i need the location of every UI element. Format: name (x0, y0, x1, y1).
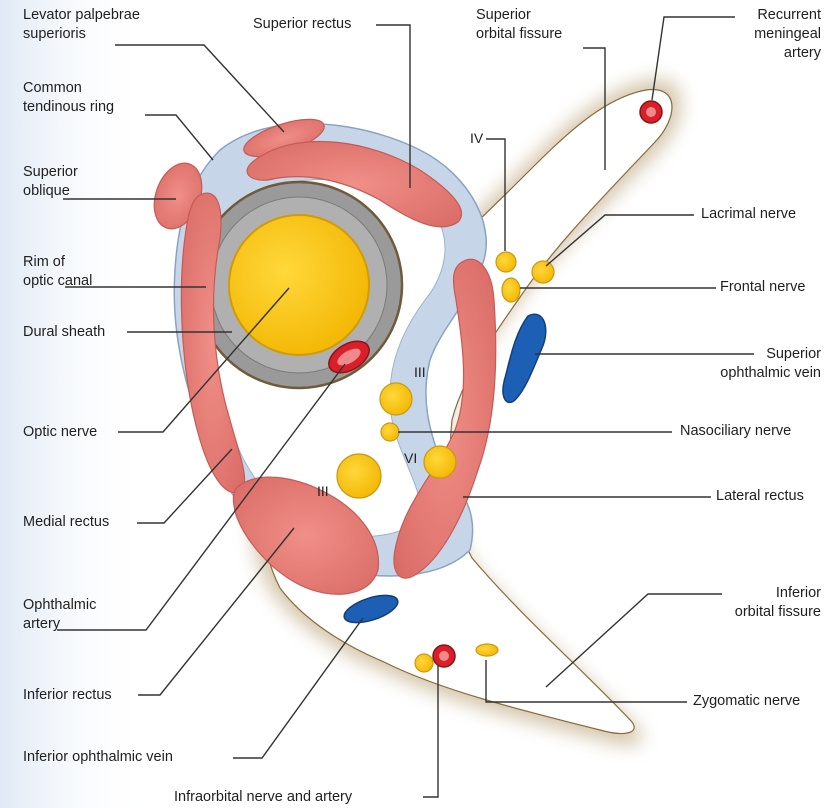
label-inferior-ophthalmic-vein: Inferior ophthalmic vein (23, 748, 173, 767)
label-optic-nerve: Optic nerve (23, 423, 97, 442)
numeral-iv: IV (470, 130, 483, 146)
label-superior-ophthalmic-vein-text: Superior ophthalmic vein (720, 345, 821, 383)
label-superior-orbital-fissure: Superior orbital fissure (476, 6, 562, 44)
zygomatic-nerve-shape (476, 644, 498, 656)
label-superior-oblique: Superior oblique (23, 163, 78, 201)
label-rim-optic-canal-text: Rim of optic canal (23, 253, 92, 291)
label-superior-oblique-text: Superior oblique (23, 163, 78, 201)
label-common-tendinous-ring-text: Common tendinous ring (23, 79, 114, 117)
label-superior-rectus: Superior rectus (253, 15, 351, 34)
numeral-iii-lower: III (317, 483, 329, 499)
label-levator-palpebrae-text: Levator palpebrae superioris (23, 6, 140, 44)
label-inferior-rectus: Inferior rectus (23, 686, 112, 705)
abducens-nerve-vi (424, 446, 456, 478)
label-infraorbital-nerve-artery: Infraorbital nerve and artery (174, 788, 352, 807)
optic-nerve-shape (229, 215, 369, 355)
label-common-tendinous-ring: Common tendinous ring (23, 79, 114, 117)
label-frontal-nerve: Frontal nerve (720, 278, 805, 297)
oculomotor-superior-division (380, 383, 412, 415)
recurrent-meningeal-artery-lumen (646, 107, 656, 117)
label-lacrimal-nerve: Lacrimal nerve (701, 205, 796, 224)
label-levator-palpebrae: Levator palpebrae superioris (23, 6, 140, 44)
label-ophthalmic-artery: Ophthalmic artery (23, 596, 96, 634)
label-inferior-orbital-fissure: Inferior orbital fissure (735, 584, 821, 622)
label-recurrent-meningeal-artery: Recurrent meningeal artery (754, 6, 821, 63)
leader-common-tendinous-ring (145, 115, 213, 160)
numeral-iii-upper: III (414, 364, 426, 380)
label-ophthalmic-artery-text: Ophthalmic artery (23, 596, 96, 634)
infraorbital-nerve-shape (415, 654, 433, 672)
label-rim-optic-canal: Rim of optic canal (23, 253, 92, 291)
label-inferior-orbital-fissure-text: Inferior orbital fissure (735, 584, 821, 622)
label-superior-ophthalmic-vein: Superior ophthalmic vein (720, 345, 821, 383)
superior-ophthalmic-vein-shape (503, 314, 546, 402)
oculomotor-inferior-division (337, 454, 381, 498)
frontal-nerve-shape (502, 278, 520, 302)
label-medial-rectus: Medial rectus (23, 513, 109, 532)
label-nasociliary-nerve: Nasociliary nerve (680, 422, 791, 441)
label-superior-orbital-fissure-text: Superior orbital fissure (476, 6, 562, 44)
label-lateral-rectus: Lateral rectus (716, 487, 804, 506)
trochlear-nerve-iv (496, 252, 516, 272)
leader-levator (115, 45, 284, 132)
infraorbital-artery-lumen (439, 651, 449, 661)
label-dural-sheath: Dural sheath (23, 323, 105, 342)
label-recurrent-meningeal-artery-text: Recurrent meningeal artery (754, 6, 821, 63)
numeral-vi: VI (404, 450, 417, 466)
label-zygomatic-nerve: Zygomatic nerve (693, 692, 800, 711)
lacrimal-nerve-shape (532, 261, 554, 283)
nasociliary-nerve-shape (381, 423, 399, 441)
